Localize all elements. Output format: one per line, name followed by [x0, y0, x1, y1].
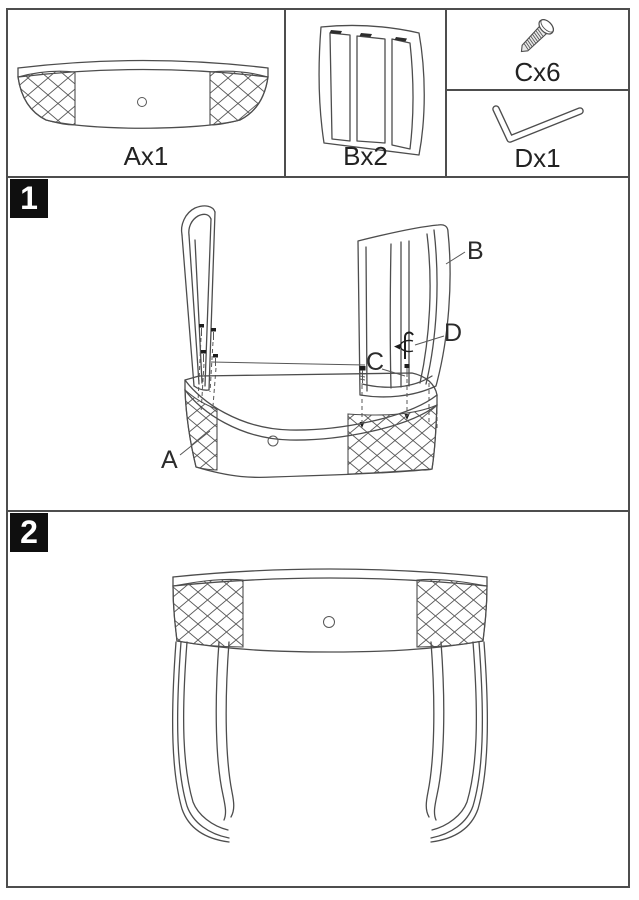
- crosshatch-left-panel: [172, 578, 244, 648]
- parts-panel-d: Dx1: [447, 91, 628, 176]
- callout-label-d: D: [444, 319, 462, 347]
- allen-key-icon: [492, 105, 584, 143]
- frame-tab: [394, 37, 407, 42]
- parts-panel-b: Bx2: [286, 10, 447, 178]
- right-leg-frame: [357, 224, 451, 398]
- crosshatch-left-panel: [184, 388, 218, 471]
- screws-left-frame: [197, 324, 218, 414]
- step-1-diagram: A B C D: [161, 205, 484, 479]
- drawer-knob: [267, 435, 279, 447]
- screw-icon: [520, 18, 555, 53]
- step-2-badge: 2: [10, 513, 48, 552]
- right-leg: [425, 641, 489, 843]
- assembled-tabletop: [172, 568, 488, 653]
- tabletop-perspective: [184, 372, 438, 479]
- crosshatch-right-panel: [416, 578, 488, 648]
- tabletop-front-view: [17, 59, 269, 129]
- parts-panel-c: Cx6: [447, 10, 628, 91]
- instruction-sheet-frame: Ax1 Bx2: [6, 8, 630, 888]
- step-1-section: 1: [8, 178, 628, 512]
- step-1-badge: 1: [10, 179, 48, 218]
- part-b-label: Bx2: [343, 141, 388, 171]
- parts-panel-a: Ax1: [8, 10, 286, 178]
- crosshatch-left-panel: [17, 70, 76, 126]
- left-leg: [171, 641, 235, 843]
- part-b-drawing: [318, 24, 425, 156]
- step-2-section: 2: [8, 512, 628, 886]
- crosshatch-right-panel: [347, 404, 438, 475]
- left-leg-frame: [180, 205, 216, 391]
- drawer-knob: [323, 616, 335, 628]
- part-d-label: Dx1: [514, 143, 561, 173]
- step-2-diagram: [171, 568, 489, 843]
- curved-leg-frame: [318, 24, 425, 156]
- callout-leader-lines: [179, 251, 466, 456]
- callout-label-c: C: [366, 348, 384, 376]
- drawer-knob: [137, 97, 147, 107]
- allen-key-rotation-icon: [394, 331, 414, 359]
- part-c-label: Cx6: [514, 57, 561, 87]
- frame-tab: [329, 30, 342, 34]
- callout-label-b: B: [467, 237, 484, 265]
- frame-tab: [359, 33, 372, 37]
- part-a-drawing: [17, 59, 269, 129]
- parts-panel-cd: Cx6 Dx1: [447, 10, 628, 178]
- crosshatch-right-panel: [209, 70, 269, 126]
- callout-label-a: A: [161, 446, 178, 474]
- parts-list-row: Ax1 Bx2: [8, 10, 628, 178]
- part-a-label: Ax1: [123, 141, 169, 171]
